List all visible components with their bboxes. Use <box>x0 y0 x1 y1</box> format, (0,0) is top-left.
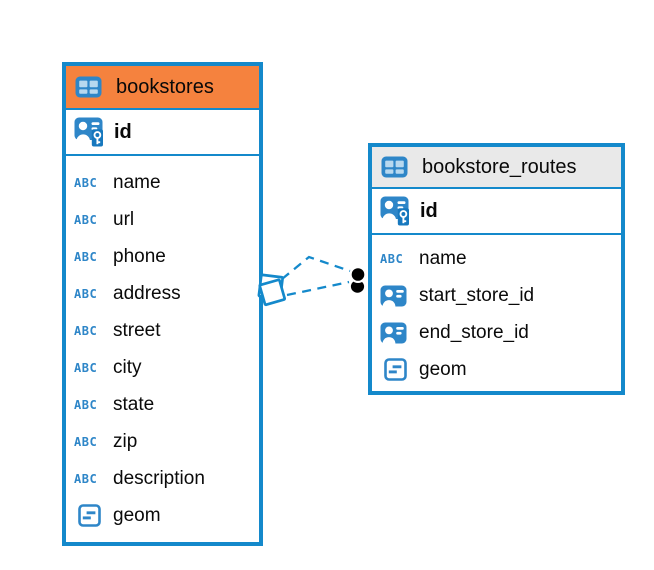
field-row-start-store-id[interactable]: start_store_id <box>372 277 621 314</box>
table-title: bookstores <box>116 75 214 98</box>
field-row-end-store-id[interactable]: end_store_id <box>372 314 621 351</box>
text-type-icon: ABC <box>74 397 98 412</box>
text-type-icon: ABC <box>74 434 98 449</box>
field-name: name <box>113 171 161 193</box>
field-name: city <box>113 356 142 378</box>
reference-type-icon <box>380 322 411 344</box>
field-name: address <box>113 282 181 304</box>
field-name: state <box>113 393 155 415</box>
text-type-icon: ABC <box>74 175 98 190</box>
field-name: start_store_id <box>419 284 535 306</box>
field-row-geom[interactable]: geom <box>66 497 259 534</box>
table-icon <box>75 76 106 98</box>
field-name: name <box>419 247 467 269</box>
field-row-zip[interactable]: ABC zip <box>66 423 259 460</box>
text-type-icon: ABC <box>380 251 404 266</box>
table-card-bookstores[interactable]: bookstores id ABC <box>62 62 263 546</box>
field-row-name[interactable]: ABC name <box>66 164 259 201</box>
text-type-icon: ABC <box>74 323 98 338</box>
reference-type-icon <box>380 285 411 307</box>
field-row-street[interactable]: ABC street <box>66 312 259 349</box>
field-name: url <box>113 208 135 230</box>
field-list: ABC name ABC url ABC phone ABC address A… <box>66 156 259 542</box>
primary-key-icon <box>74 117 105 147</box>
relation-line-upper <box>281 255 351 280</box>
field-row-name[interactable]: ABC name <box>372 240 621 277</box>
table-header-bookstores[interactable]: bookstores <box>66 66 259 110</box>
relation-target-marker[interactable] <box>349 266 367 293</box>
text-type-icon: ABC <box>74 471 98 486</box>
table-card-bookstore-routes[interactable]: bookstore_routes id ABC <box>368 143 625 395</box>
relation-line-lower <box>286 280 350 297</box>
pk-name: id <box>420 199 438 222</box>
table-header-bookstore-routes[interactable]: bookstore_routes <box>372 147 621 189</box>
field-row-city[interactable]: ABC city <box>66 349 259 386</box>
field-name: phone <box>113 245 166 267</box>
field-row-address[interactable]: ABC address <box>66 275 259 312</box>
text-type-icon: ABC <box>74 286 98 301</box>
pk-row-id[interactable]: id <box>372 189 621 235</box>
geometry-type-icon <box>380 358 411 381</box>
geometry-type-icon <box>74 504 105 527</box>
field-name: description <box>113 467 205 489</box>
text-type-icon: ABC <box>74 212 98 227</box>
field-name: geom <box>113 504 161 526</box>
field-name: zip <box>113 430 138 452</box>
relationship-lines[interactable] <box>281 255 351 297</box>
table-title: bookstore_routes <box>422 155 577 178</box>
field-row-state[interactable]: ABC state <box>66 386 259 423</box>
pk-name: id <box>114 120 132 143</box>
table-icon <box>381 156 412 178</box>
pk-row-id[interactable]: id <box>66 110 259 156</box>
field-list: ABC name start_store_id <box>372 235 621 391</box>
text-type-icon: ABC <box>74 360 98 375</box>
field-row-url[interactable]: ABC url <box>66 201 259 238</box>
field-row-geom[interactable]: geom <box>372 351 621 388</box>
field-name: street <box>113 319 161 341</box>
field-name: geom <box>419 358 467 380</box>
field-row-description[interactable]: ABC description <box>66 460 259 497</box>
primary-key-icon <box>380 196 411 226</box>
field-name: end_store_id <box>419 321 529 343</box>
text-type-icon: ABC <box>74 249 98 264</box>
field-row-phone[interactable]: ABC phone <box>66 238 259 275</box>
